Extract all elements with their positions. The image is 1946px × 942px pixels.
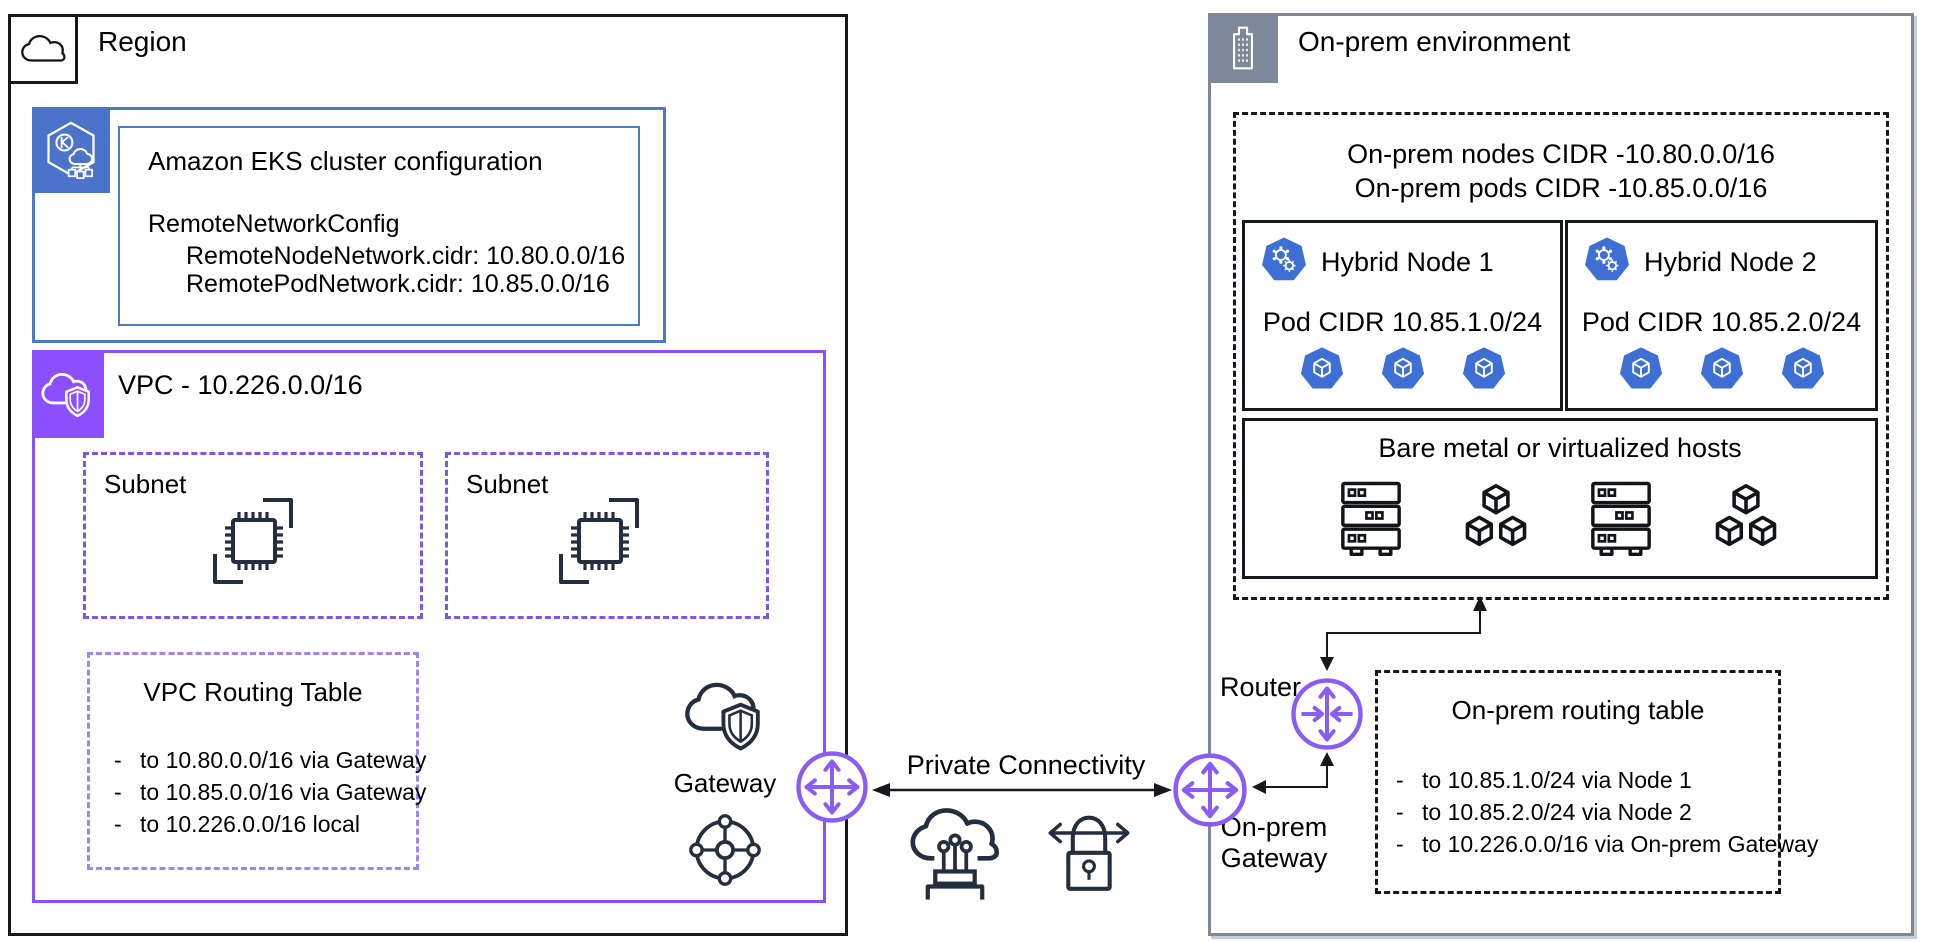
node-title: Hybrid Node 1 bbox=[1321, 247, 1494, 277]
route-item: to 10.226.0.0/16 local bbox=[110, 811, 426, 838]
subnet-label: Subnet bbox=[104, 469, 187, 499]
pod-cidr-label: Pod CIDR 10.85.1.0/24 bbox=[1262, 307, 1543, 337]
direct-connect-icon bbox=[906, 802, 1004, 909]
aws-cloud-icon bbox=[20, 33, 66, 65]
private-connectivity-label: Private Connectivity bbox=[906, 750, 1146, 780]
hosts-icons bbox=[1245, 477, 1875, 557]
vpc-icon-tile bbox=[32, 350, 104, 438]
router-icon bbox=[1290, 677, 1364, 751]
pod-cidr-label: Pod CIDR 10.85.2.0/24 bbox=[1581, 307, 1862, 337]
onprem-gateway-icon bbox=[1172, 752, 1248, 828]
pod-icon bbox=[1779, 345, 1827, 393]
subnet-box-1: Subnet bbox=[83, 452, 423, 619]
eks-config-line: RemoteNetworkConfig bbox=[148, 210, 400, 238]
vpc-box bbox=[32, 350, 826, 903]
kubernetes-node-icon bbox=[1259, 235, 1309, 285]
vpc-routing-table-title: VPC Routing Table bbox=[143, 677, 363, 707]
vpn-lock-icon bbox=[1042, 806, 1136, 896]
router-label: Router bbox=[1220, 672, 1302, 702]
vpc-title: VPC - 10.226.0.0/16 bbox=[118, 370, 363, 400]
hosts-title: Bare metal or virtualized hosts bbox=[1378, 433, 1742, 463]
eks-hybrid-icon bbox=[41, 120, 101, 180]
server-icon bbox=[1586, 477, 1656, 557]
building-icon bbox=[1217, 22, 1269, 74]
onprem-cidr-box: On-prem nodes CIDR -10.80.0.0/16 On-prem… bbox=[1233, 112, 1889, 600]
route-item: to 10.80.0.0/16 via Gateway bbox=[110, 747, 426, 774]
onprem-title: On-prem environment bbox=[1298, 26, 1571, 57]
eks-icon-tile bbox=[32, 107, 110, 193]
eks-group-box bbox=[32, 107, 666, 343]
eks-title: Amazon EKS cluster configuration bbox=[148, 146, 543, 176]
eks-config-line: RemotePodNetwork.cidr: 10.85.0.0/16 bbox=[186, 270, 610, 298]
cubes-icon bbox=[1708, 481, 1784, 557]
region-icon-tile bbox=[8, 14, 78, 84]
kubernetes-node-icon bbox=[1582, 235, 1632, 285]
route-item: to 10.85.0.0/16 via Gateway bbox=[110, 779, 426, 806]
region-title: Region bbox=[98, 26, 187, 57]
server-icon bbox=[1336, 477, 1406, 557]
instance-chip-icon bbox=[203, 492, 303, 592]
vpc-gateway-icon bbox=[795, 750, 869, 824]
onprem-icon-tile bbox=[1208, 13, 1278, 83]
node-title: Hybrid Node 2 bbox=[1644, 247, 1817, 277]
onprem-gateway-label: On-prem Gateway bbox=[1220, 812, 1328, 874]
eks-config-line: RemoteNodeNetwork.cidr: 10.80.0.0/16 bbox=[186, 242, 626, 270]
onprem-gateway-label-line: On-prem bbox=[1220, 812, 1328, 842]
vpc-routes: to 10.80.0.0/16 via Gateway to 10.85.0.0… bbox=[110, 747, 426, 838]
cloud-shield-icon bbox=[683, 672, 769, 758]
eks-config-box bbox=[118, 126, 640, 326]
region-box bbox=[8, 14, 848, 936]
onprem-routes: to 10.85.1.0/24 via Node 1 to 10.85.2.0/… bbox=[1392, 767, 1818, 858]
subnet-label: Subnet bbox=[466, 469, 549, 499]
onprem-routing-table-box: On-prem routing table to 10.85.1.0/24 vi… bbox=[1375, 670, 1818, 894]
route-item: to 10.85.1.0/24 via Node 1 bbox=[1392, 767, 1818, 794]
onprem-cidr-lines: On-prem nodes CIDR -10.80.0.0/16 On-prem… bbox=[1236, 137, 1886, 205]
cubes-icon bbox=[1458, 481, 1534, 557]
pod-icon bbox=[1698, 345, 1746, 393]
vpc-icon bbox=[40, 366, 96, 422]
pods-row bbox=[1245, 345, 1560, 393]
onprem-box bbox=[1208, 13, 1914, 936]
pod-icon bbox=[1298, 345, 1346, 393]
onprem-gateway-label-line: Gateway bbox=[1220, 843, 1328, 873]
pod-icon bbox=[1617, 345, 1665, 393]
onprem-routing-table-title: On-prem routing table bbox=[1451, 695, 1705, 725]
vpc-routing-table-box: VPC Routing Table to 10.80.0.0/16 via Ga… bbox=[87, 652, 426, 870]
hosts-box: Bare metal or virtualized hosts bbox=[1242, 418, 1878, 579]
pod-icon bbox=[1379, 345, 1427, 393]
route-item: to 10.85.2.0/24 via Node 2 bbox=[1392, 799, 1818, 826]
pod-icon bbox=[1460, 345, 1508, 393]
cidr-line: On-prem nodes CIDR -10.80.0.0/16 bbox=[1347, 139, 1775, 169]
subnet-box-2: Subnet bbox=[445, 452, 769, 619]
hybrid-node-2-box: Hybrid Node 2 Pod CIDR 10.85.2.0/24 bbox=[1565, 220, 1878, 411]
pods-row bbox=[1568, 345, 1875, 393]
cidr-line: On-prem pods CIDR -10.85.0.0/16 bbox=[1354, 173, 1768, 203]
transit-gateway-icon bbox=[687, 812, 763, 888]
route-item: to 10.226.0.0/16 via On-prem Gateway bbox=[1392, 831, 1818, 858]
instance-chip-icon bbox=[549, 492, 649, 592]
gateway-label: Gateway bbox=[673, 768, 777, 798]
hybrid-node-1-box: Hybrid Node 1 Pod CIDR 10.85.1.0/24 bbox=[1242, 220, 1563, 411]
